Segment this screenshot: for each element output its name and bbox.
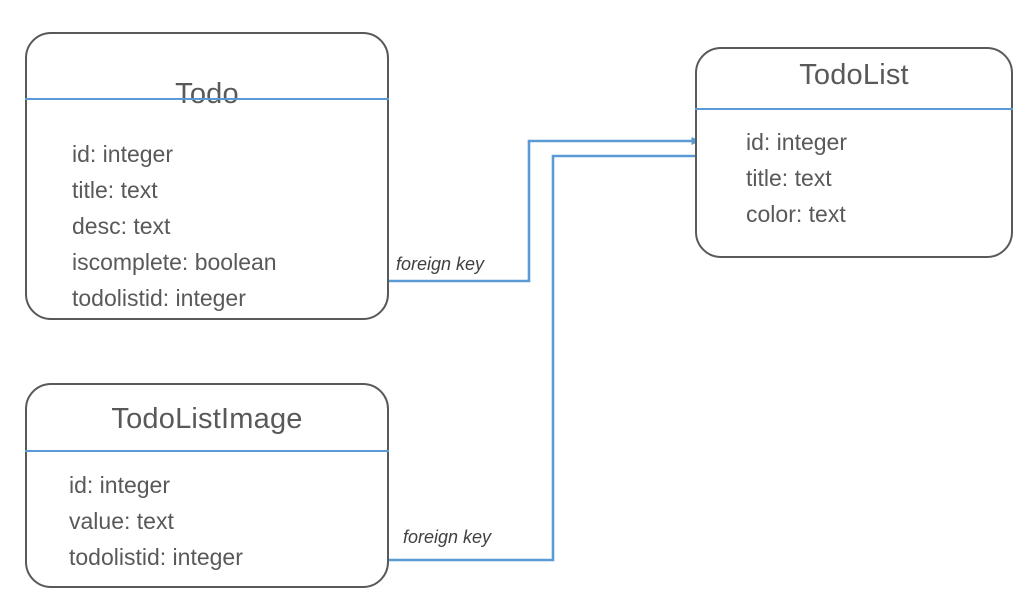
entity-todolistimage[interactable]: TodoListImage id: integer value: text to… [25, 383, 389, 588]
entity-todo-field-list: id: integer title: text desc: text iscom… [72, 136, 277, 316]
entity-todo-field: id: integer [72, 141, 174, 167]
entity-todolistimage-field: id: integer [69, 472, 171, 498]
entity-todo-title: Todo [175, 78, 239, 110]
entity-todolistimage-divider [25, 450, 389, 452]
connector-todo-to-todolist [342, 137, 701, 283]
entity-todolist-field: id: integer [746, 129, 848, 155]
entity-todolistimage-field: todolistid: integer [69, 544, 243, 570]
entity-todo-field: title: text [72, 177, 158, 203]
relationship-label-todo-foreign-key: foreign key [396, 254, 485, 274]
entity-todo[interactable]: Todo id: integer title: text desc: text … [25, 32, 389, 320]
entity-todolistimage-field: value: text [69, 508, 174, 534]
entity-todolistimage-title: TodoListImage [111, 403, 303, 435]
entity-todo-field: todolistid: integer [72, 285, 246, 311]
entity-todolist-field-list: id: integer title: text color: text [746, 124, 847, 232]
entity-todolist[interactable]: TodoList id: integer title: text color: … [695, 47, 1013, 258]
relationship-label-todolistimage-foreign-key: foreign key [403, 527, 492, 547]
entity-todolist-field: title: text [746, 165, 832, 191]
entity-todolist-divider [695, 108, 1013, 110]
connector-todolistimage-to-todolist [330, 152, 717, 562]
entity-todo-divider [25, 98, 389, 100]
entity-todo-field: iscomplete: boolean [72, 249, 277, 275]
entity-todo-field: desc: text [72, 213, 171, 239]
entity-todolistimage-field-list: id: integer value: text todolistid: inte… [69, 467, 243, 575]
entity-todolist-field: color: text [746, 201, 846, 227]
entity-todolist-title: TodoList [799, 59, 909, 91]
